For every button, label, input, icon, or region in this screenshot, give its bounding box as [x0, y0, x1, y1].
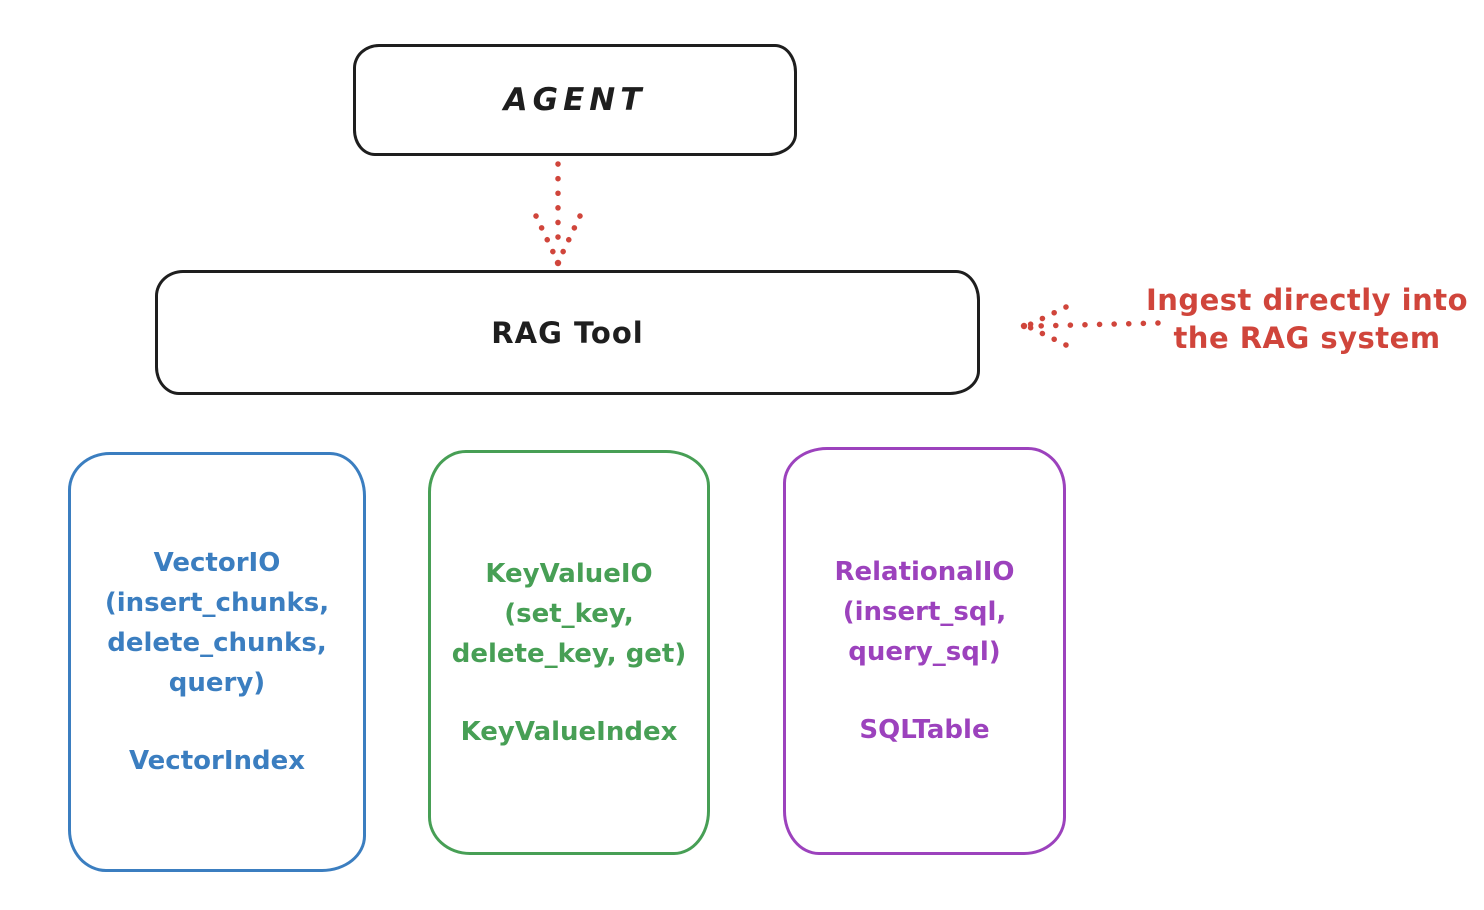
key-value-index-label: KeyValueIndex: [460, 716, 678, 747]
vector-io-title: VectorIO: [153, 548, 281, 578]
agent-node: AGENT: [353, 44, 797, 156]
arrow-head-bottom: [1026, 324, 1069, 348]
vector-io-methods-line1: (insert_chunks,: [104, 588, 330, 618]
rag-tool-node: RAG Tool: [155, 270, 980, 395]
arrow-head-top: [1026, 304, 1069, 328]
relational-io-title: RelationalIO: [834, 557, 1015, 587]
ingest-annotation-arrow: [1020, 304, 1161, 348]
arrow-head-right: [559, 213, 583, 257]
sql-table-label: SQLTable: [859, 715, 990, 745]
relational-io-methods-line1: (insert_sql,: [842, 597, 1007, 627]
ingest-annotation-line2: the RAG system: [1173, 321, 1441, 355]
key-value-io-title: KeyValueIO: [485, 558, 653, 589]
arrow-head-left: [533, 213, 557, 257]
vector-io-methods-line2: delete_chunks,: [107, 628, 327, 658]
agent-to-ragtool-arrow: [533, 161, 583, 267]
vector-io-methods-line3: query): [168, 668, 266, 698]
vector-io-node: VectorIO (insert_chunks, delete_chunks, …: [68, 452, 366, 872]
arrow-tip: [1020, 322, 1028, 330]
relational-io-methods-line2: query_sql): [848, 637, 1001, 667]
key-value-io-node: KeyValueIO (set_key, delete_key, get) Ke…: [428, 450, 710, 855]
ingest-annotation: Ingest directly into the RAG system: [1130, 281, 1484, 357]
arrow-tip: [554, 259, 562, 267]
key-value-io-methods-line2: delete_key, get): [451, 638, 687, 669]
key-value-io-methods-line1: (set_key,: [504, 598, 634, 629]
relational-io-node: RelationalIO (insert_sql, query_sql) SQL…: [783, 447, 1066, 855]
agent-label: AGENT: [503, 82, 647, 118]
arrow-shaft: [1031, 320, 1161, 329]
vector-index-label: VectorIndex: [128, 746, 306, 776]
rag-tool-label: RAG Tool: [491, 315, 644, 350]
ingest-annotation-line1: Ingest directly into: [1145, 283, 1469, 317]
